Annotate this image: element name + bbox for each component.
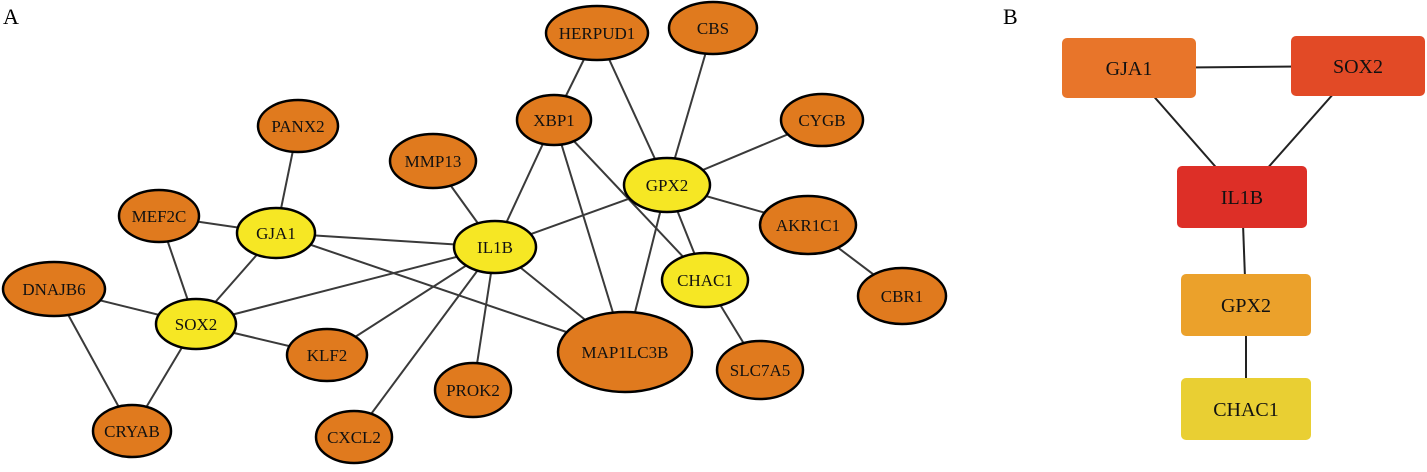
node-cygb: CYGB [779, 92, 865, 148]
node-label: MEF2C [132, 207, 187, 226]
node-label: SOX2 [175, 315, 218, 334]
hub-node-gja1: GJA1 [1062, 38, 1196, 98]
node-sox2: SOX2 [154, 297, 238, 351]
node-label: GPX2 [646, 176, 689, 195]
node-label: AKR1C1 [776, 216, 840, 235]
node-mef2c: MEF2C [117, 188, 201, 244]
node-herpud1: HERPUD1 [544, 4, 650, 62]
node-ellipse [515, 93, 593, 147]
hub-node-box [1181, 378, 1311, 440]
hub-node-label: CHAC1 [1213, 399, 1279, 421]
node-gja1: GJA1 [235, 206, 317, 260]
panel-b-label: B [1003, 4, 1018, 29]
node-label: PANX2 [271, 117, 324, 136]
hub-node-label: SOX2 [1333, 56, 1383, 78]
node-ellipse [1, 260, 107, 318]
node-ellipse [667, 0, 759, 56]
node-ellipse [622, 156, 712, 214]
node-label: HERPUD1 [559, 24, 636, 43]
hub-node-label: GPX2 [1221, 295, 1271, 317]
node-dnajb6: DNAJB6 [1, 260, 107, 318]
node-label: MAP1LC3B [582, 343, 669, 362]
hub-node-sox2: SOX2 [1291, 36, 1425, 96]
hub-node-box [1177, 166, 1307, 228]
node-ellipse [452, 219, 538, 275]
node-label: MMP13 [405, 152, 462, 171]
node-cbr1: CBR1 [856, 266, 948, 326]
node-slc7a5: SLC7A5 [715, 339, 805, 401]
node-ellipse [758, 194, 858, 256]
node-label: KLF2 [307, 346, 348, 365]
node-ellipse [314, 409, 394, 465]
node-cryab: CRYAB [91, 403, 173, 459]
hub-node-label: GJA1 [1106, 58, 1153, 80]
node-label: SLC7A5 [730, 361, 790, 380]
node-ellipse [556, 310, 694, 394]
edge-il1b-cxcl2 [353, 246, 496, 438]
node-label: CYGB [798, 111, 845, 130]
node-ellipse [117, 188, 201, 244]
node-ellipse [433, 361, 513, 419]
panel-b-edges [1128, 65, 1359, 409]
node-label: XBP1 [533, 111, 575, 130]
node-akr1c1: AKR1C1 [758, 194, 858, 256]
node-mmp13: MMP13 [388, 132, 478, 190]
node-label: CBR1 [881, 287, 924, 306]
hub-node-label: IL1B [1221, 187, 1263, 209]
hub-node-box [1062, 38, 1196, 98]
hub-node-il1b: IL1B [1177, 166, 1307, 228]
node-label: CRYAB [104, 422, 160, 441]
hub-node-chac1: CHAC1 [1181, 378, 1311, 440]
node-label: CHAC1 [677, 271, 733, 290]
node-map1lc3b: MAP1LC3B [556, 310, 694, 394]
node-cxcl2: CXCL2 [314, 409, 394, 465]
node-ellipse [235, 206, 317, 260]
node-ellipse [856, 266, 948, 326]
node-prok2: PROK2 [433, 361, 513, 419]
node-gpx2: GPX2 [622, 156, 712, 214]
node-ellipse [388, 132, 478, 190]
node-ellipse [154, 297, 238, 351]
edge-il1b-sox2 [195, 246, 496, 325]
node-label: CBS [697, 19, 729, 38]
hub-node-box [1181, 274, 1311, 336]
node-xbp1: XBP1 [515, 93, 593, 147]
node-label: DNAJB6 [22, 280, 85, 299]
hub-node-box [1291, 36, 1425, 96]
node-il1b: IL1B [452, 219, 538, 275]
node-chac1: CHAC1 [660, 251, 750, 309]
node-ellipse [660, 251, 750, 309]
node-ellipse [544, 4, 650, 62]
node-ellipse [779, 92, 865, 148]
node-klf2: KLF2 [285, 327, 369, 383]
hub-node-gpx2: GPX2 [1181, 274, 1311, 336]
node-ellipse [715, 339, 805, 401]
node-panx2: PANX2 [256, 98, 340, 154]
node-label: GJA1 [256, 224, 296, 243]
node-cbs: CBS [667, 0, 759, 56]
node-label: PROK2 [446, 381, 500, 400]
node-label: CXCL2 [327, 428, 381, 447]
node-ellipse [256, 98, 340, 154]
node-ellipse [285, 327, 369, 383]
node-ellipse [91, 403, 173, 459]
panel-a-label: A [3, 4, 19, 29]
node-label: IL1B [477, 238, 513, 257]
